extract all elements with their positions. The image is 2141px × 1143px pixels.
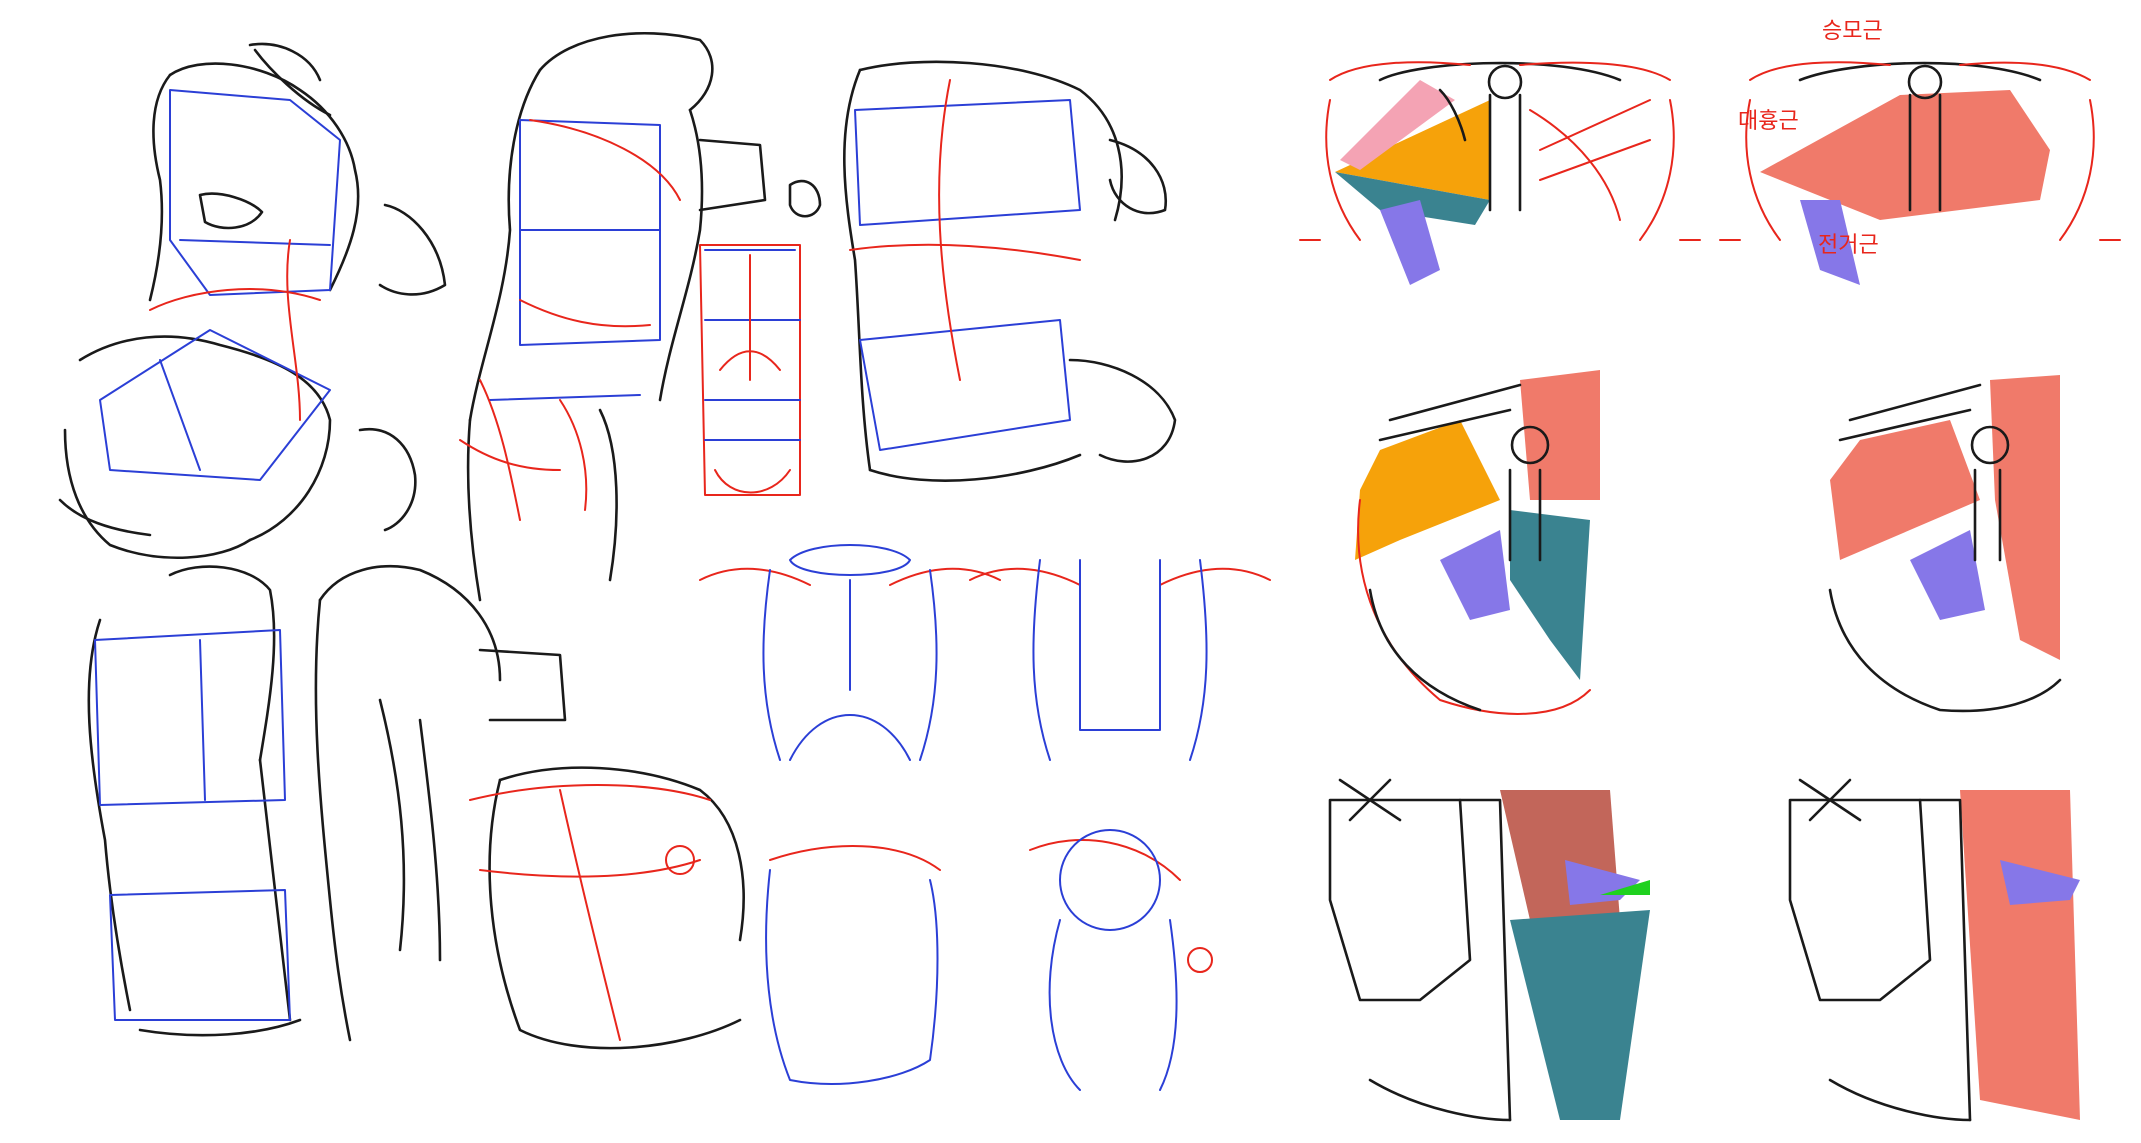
muscle-panel-back	[1788, 778, 2080, 1122]
three-quarter-diagram-2	[1029, 829, 1213, 1091]
front-view-small	[699, 244, 801, 496]
torso-study-1	[58, 42, 447, 559]
three-quarter-diagram-1	[765, 845, 941, 1085]
torso-study-2	[459, 31, 767, 602]
back-view-diagram-1	[699, 544, 1001, 761]
muscle-panel-side-colored	[1355, 370, 1600, 715]
label-serratus-anterior: 전거근	[1818, 233, 1879, 258]
torso-study-5	[314, 564, 567, 1042]
muscle-panel-side	[1828, 375, 2062, 713]
muscle-panel-front-colored	[1299, 61, 1701, 285]
torso-study-3	[788, 60, 1177, 482]
muscle-panel-back-colored	[1328, 778, 1650, 1122]
label-trapezius: 승모근	[1822, 19, 1883, 44]
back-view-diagram-2	[969, 559, 1271, 761]
label-pectoralis-major: 대흉근	[1738, 109, 1799, 134]
torso-study-6	[469, 766, 745, 1050]
muscle-panel-front-labeled: 승모근 대흉근 전거근	[1719, 19, 2121, 285]
torso-study-4	[87, 565, 302, 1037]
